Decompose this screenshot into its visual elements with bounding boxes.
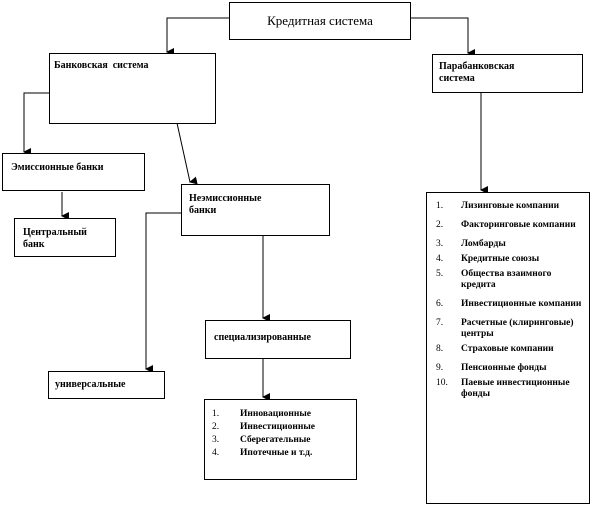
arrow-root-to-parabanking (411, 17, 475, 57)
parabanking-item: 2.Факторинговые компании (436, 220, 576, 230)
parabanking-system-label: Парабанковская система (439, 61, 515, 84)
parabanking-item: 9.Пенсионные фонды (436, 363, 547, 373)
specialized-box: специализированные (205, 320, 351, 359)
specialized-item: 1.Инновационные (212, 409, 312, 419)
parabanking-item: 4.Кредитные союзы (436, 254, 540, 264)
nonemission-banks-label: Неэмиссионные банки (189, 193, 262, 216)
parabanking-list-box: 1.Лизинговые компании 2.Факторинговые ко… (426, 192, 590, 504)
specialized-label: специализированные (214, 332, 311, 343)
arrow-banking-to-emission (23, 92, 49, 156)
banking-system-label: Банковская система (54, 60, 149, 71)
central-bank-box: Центральный банк (14, 218, 116, 257)
parabanking-item: 6.Инвестиционные компании (436, 299, 582, 309)
specialized-item: 4.Ипотечные и т.д. (212, 448, 313, 458)
banking-system-box: Банковская система (49, 53, 216, 124)
arrow-nonemission-to-universal (145, 212, 181, 373)
specialized-item: 2.Инвестиционные (212, 422, 315, 432)
central-bank-label: Центральный банк (23, 227, 87, 250)
parabanking-item: 10.Паевые инвестиционные фонды (436, 378, 570, 399)
arrow-root-to-banking (166, 17, 229, 56)
parabanking-system-box: Парабанковская система (432, 54, 583, 93)
universal-box: универсальные (48, 371, 165, 399)
universal-label: универсальные (55, 379, 126, 390)
arrow-banking-to-nonemission (176, 122, 198, 185)
credit-system-box: Кредитная система (229, 2, 411, 40)
nonemission-banks-box: Неэмиссионные банки (181, 184, 330, 236)
emission-banks-label: Эмиссионные банки (11, 162, 104, 173)
specialized-list-box: 1.Инновационные 2.Инвестиционные 3.Сбере… (204, 399, 357, 480)
parabanking-item: 1.Лизинговые компании (436, 201, 560, 211)
parabanking-item: 7.Расчетные (клиринговые) центры (436, 318, 574, 339)
credit-system-label: Кредитная система (267, 13, 373, 28)
specialized-item: 3.Сберегательные (212, 435, 311, 445)
parabanking-item: 8.Страховые компании (436, 344, 554, 354)
emission-banks-box: Эмиссионные банки (2, 153, 145, 191)
parabanking-item: 3.Ломбарды (436, 239, 506, 249)
parabanking-item: 5.Общества взаимного кредита (436, 269, 552, 290)
